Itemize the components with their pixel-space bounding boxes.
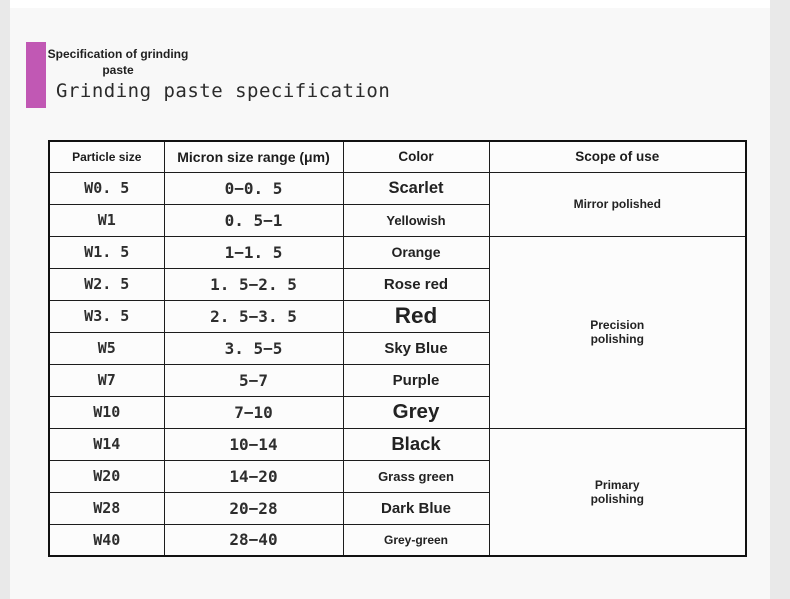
- micron-range-cell: 0. 5−1: [163, 203, 344, 237]
- particle-size-cell: W1: [48, 203, 165, 237]
- color-cell: Grey-green: [342, 523, 490, 557]
- table-row: W1 0. 5−1 Yellowish: [48, 203, 746, 237]
- table-row: W2. 5 1. 5−2. 5 Rose red: [48, 267, 746, 301]
- particle-size-cell: W5: [48, 331, 165, 365]
- table-row: W10 7−10 Grey: [48, 395, 746, 429]
- micron-range-cell: 1. 5−2. 5: [163, 267, 344, 301]
- color-cell: Red: [342, 299, 490, 333]
- particle-size-cell: W2. 5: [48, 267, 165, 301]
- color-cell: Orange: [342, 235, 490, 269]
- micron-range-cell: 20−28: [163, 491, 344, 525]
- column-header-particle-size: Particle size: [48, 140, 165, 173]
- table-row: W1. 5 1−1. 5 Orange Precision polishing: [48, 235, 747, 429]
- left-edge-strip: [0, 0, 10, 599]
- color-cell: Black: [342, 427, 490, 461]
- micron-range-cell: 3. 5−5: [163, 331, 344, 365]
- scope-of-use-cell: Primary polishing: [488, 427, 747, 557]
- grinding-paste-spec-table: Particle size Micron size range (μm) Col…: [48, 140, 747, 557]
- particle-size-cell: W1. 5: [48, 235, 165, 269]
- particle-size-cell: W10: [48, 395, 165, 429]
- page-title: Grinding paste specification: [56, 80, 391, 102]
- micron-range-cell: 2. 5−3. 5: [163, 299, 344, 333]
- table-row: W20 14−20 Grass green: [48, 459, 746, 493]
- particle-size-cell: W28: [48, 491, 165, 525]
- micron-range-cell: 10−14: [163, 427, 344, 461]
- table-row: W40 28−40 Grey-green: [48, 523, 746, 557]
- micron-range-cell: 1−1. 5: [163, 235, 344, 269]
- micron-range-cell: 7−10: [163, 395, 344, 429]
- column-header-color: Color: [342, 140, 490, 173]
- color-cell: Purple: [342, 363, 490, 397]
- micron-range-cell: 28−40: [163, 523, 344, 557]
- color-cell: Grass green: [342, 459, 490, 493]
- color-cell: Dark Blue: [342, 491, 490, 525]
- particle-size-cell: W7: [48, 363, 165, 397]
- accent-bar: [26, 42, 46, 108]
- color-cell: Yellowish: [342, 203, 490, 237]
- particle-size-cell: W14: [48, 427, 165, 461]
- table-header-row: Particle size Micron size range (μm) Col…: [48, 140, 747, 173]
- column-header-scope-of-use: Scope of use: [488, 140, 747, 173]
- color-cell: Grey: [342, 395, 490, 429]
- particle-size-cell: W0. 5: [48, 171, 165, 205]
- top-strip: [10, 0, 770, 8]
- page-subtitle: Specification of grinding paste: [47, 47, 189, 77]
- micron-range-cell: 5−7: [163, 363, 344, 397]
- particle-size-cell: W20: [48, 459, 165, 493]
- table-row: W5 3. 5−5 Sky Blue: [48, 331, 746, 365]
- micron-range-cell: 14−20: [163, 459, 344, 493]
- right-edge-strip: [770, 0, 790, 599]
- table-row: W28 20−28 Dark Blue: [48, 491, 746, 525]
- color-cell: Scarlet: [342, 171, 490, 205]
- column-header-micron-range: Micron size range (μm): [163, 140, 344, 173]
- micron-range-cell: 0−0. 5: [163, 171, 344, 205]
- table-row: W7 5−7 Purple: [48, 363, 746, 397]
- scope-of-use-cell: Mirror polished: [488, 171, 747, 237]
- color-cell: Sky Blue: [342, 331, 490, 365]
- particle-size-cell: W3. 5: [48, 299, 165, 333]
- color-cell: Rose red: [342, 267, 490, 301]
- scope-of-use-cell: Precision polishing: [488, 235, 747, 429]
- table-row: W0. 5 0−0. 5 Scarlet Mirror polished: [48, 171, 747, 237]
- particle-size-cell: W40: [48, 523, 165, 557]
- table-row: W14 10−14 Black Primary polishing: [48, 427, 747, 557]
